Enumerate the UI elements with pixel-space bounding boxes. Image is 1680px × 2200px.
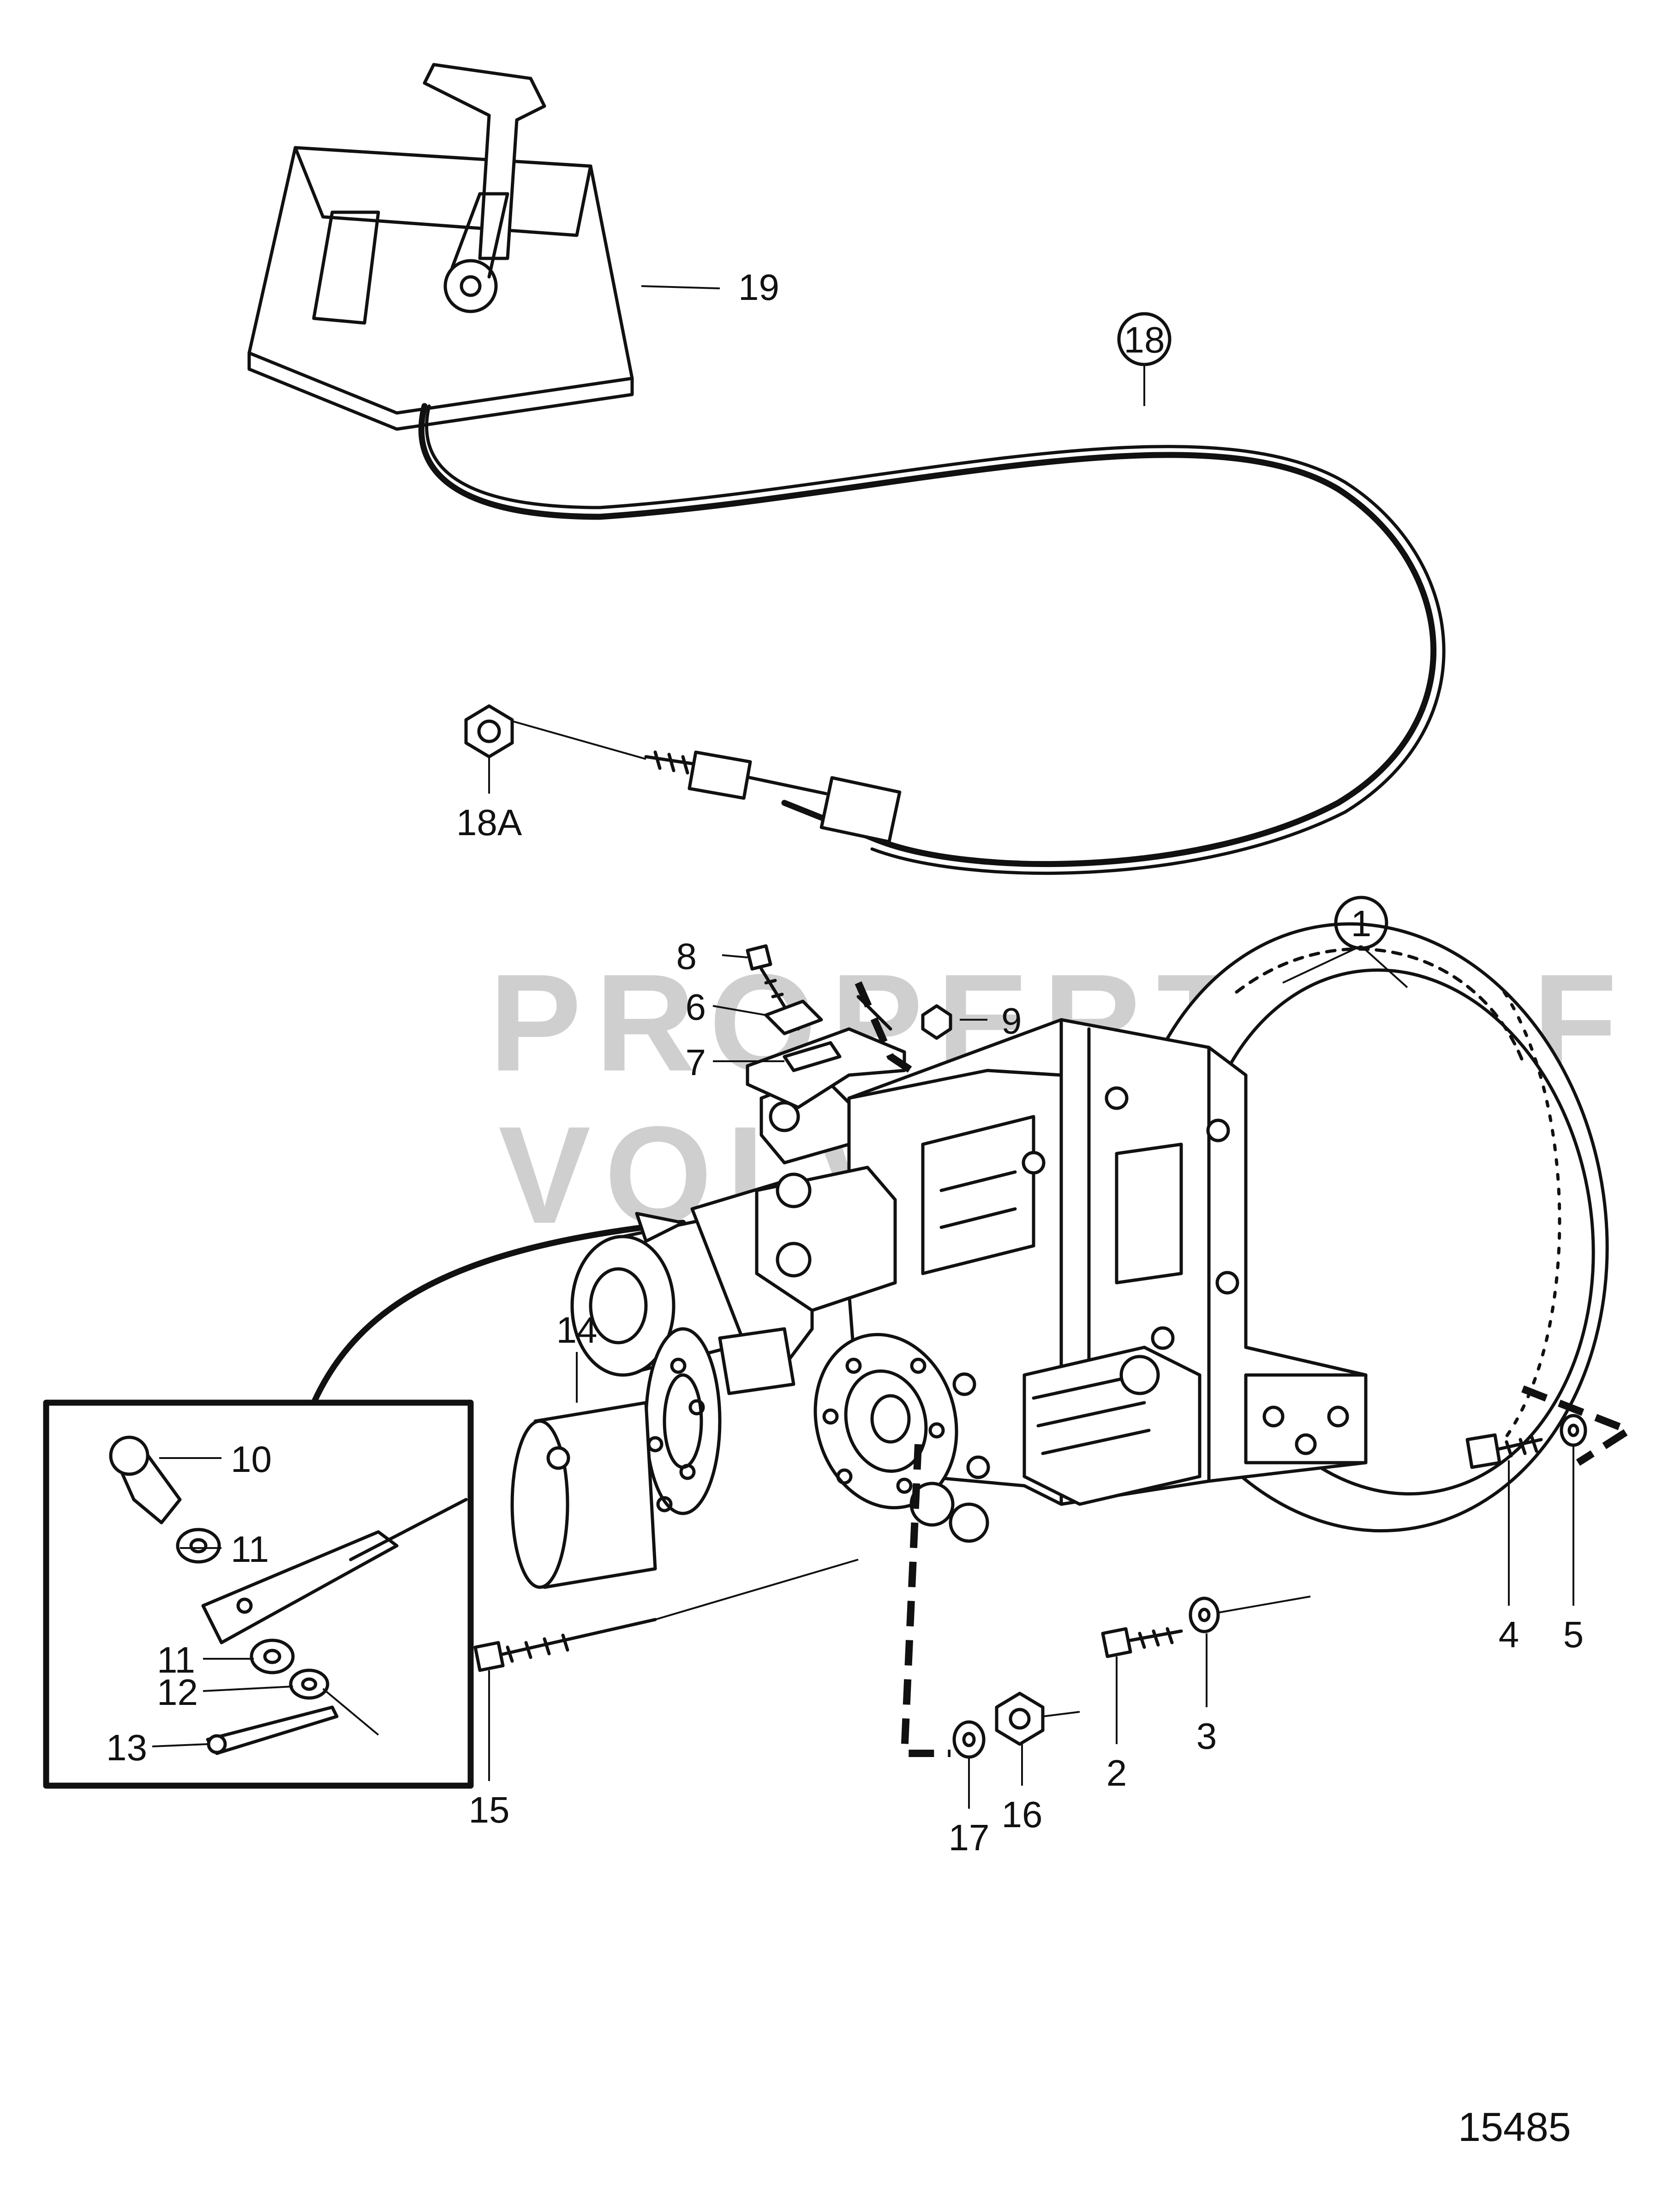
label-18A: 18A: [456, 802, 522, 843]
label-19: 19: [738, 267, 779, 308]
label-16: 16: [1002, 1794, 1043, 1835]
label-18: 18: [1124, 319, 1165, 360]
callout-circle-18: [1117, 312, 1172, 366]
label-2: 2: [1106, 1752, 1127, 1793]
figure-number: 15485: [1458, 2104, 1571, 2150]
leader-lines: [152, 285, 1574, 1809]
label-6: 6: [686, 986, 706, 1028]
sleeve-14: [510, 1327, 722, 1589]
label-17: 17: [949, 1817, 990, 1858]
label-13: 13: [106, 1727, 147, 1768]
label-11-lower: 11: [157, 1639, 195, 1680]
label-12: 12: [157, 1672, 198, 1713]
label-15: 15: [469, 1789, 510, 1830]
label-5: 5: [1563, 1614, 1584, 1655]
dashed-connectors: [855, 981, 1637, 1757]
hardware-items: [473, 944, 1587, 1759]
control-cable: [418, 403, 1446, 875]
label-14: 14: [556, 1309, 598, 1351]
label-8: 8: [676, 936, 697, 977]
detail-inset: [43, 1212, 686, 1789]
label-7: 7: [686, 1042, 706, 1083]
nut-18A: [464, 704, 514, 794]
label-3: 3: [1196, 1716, 1217, 1757]
label-11-upper: 11: [231, 1529, 269, 1570]
control-lever-unit: [247, 63, 634, 431]
callout-labels: 18 1 19 18A 8 6 7 9 14 10 11 11 12 13 15…: [106, 267, 1584, 2150]
label-1: 1: [1351, 903, 1372, 944]
gearbox-assembly: [570, 922, 1609, 1543]
label-10: 10: [231, 1439, 272, 1480]
label-9: 9: [1001, 1000, 1022, 1041]
label-4: 4: [1499, 1614, 1519, 1655]
callout-circle-1: [1334, 896, 1388, 950]
